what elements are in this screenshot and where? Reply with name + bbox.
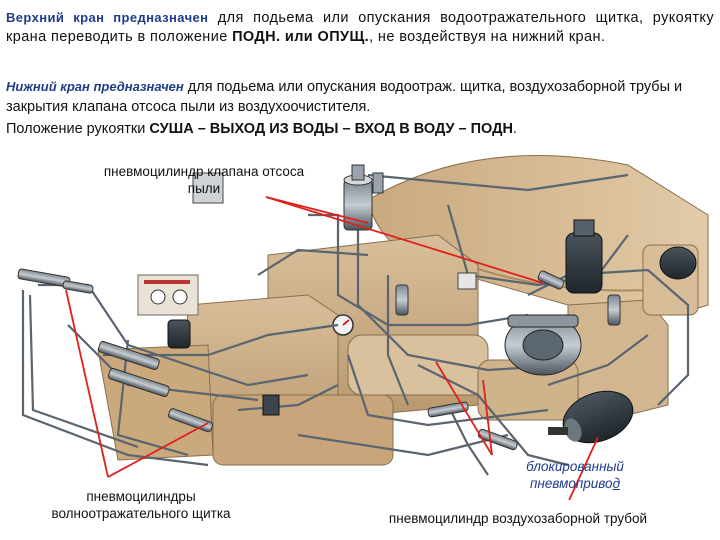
leader-blocked-1 [435, 361, 493, 456]
compressor-unit [504, 314, 582, 376]
pipe-network [21, 173, 690, 476]
pneumatic-cylinder-icon [107, 367, 170, 398]
label-dust-valve-line2: пыли [187, 181, 221, 196]
hull-blocks [97, 234, 699, 466]
upper-valve-title: Верхний кран предназначен [6, 10, 209, 25]
label-shield-line1: пневмоцилиндры [86, 489, 196, 504]
label-blocked-line2-b: д [612, 476, 621, 491]
label-dust-valve-cylinder: пневмоцилиндр клапана отсоса пыли [72, 163, 336, 197]
pneumatic-system-illustration [17, 155, 709, 500]
leader-dust-valve-1 [265, 196, 369, 224]
leader-air-intake [568, 436, 599, 500]
paragraph-lower-valve: Нижний кран предназначен для подьема или… [6, 77, 714, 117]
air-tank-icon [548, 390, 634, 444]
filter-unit [565, 219, 697, 294]
handle-position-values: СУША – ВЫХОД ИЗ ВОДЫ – ВХОД В ВОДУ – ПОД… [149, 121, 513, 137]
upper-valve-text-b: , не воздействуя на нижний кран. [369, 29, 606, 45]
label-air-intake-cylinder: пневмоцилиндр воздухозаборной трубой [388, 511, 648, 526]
pneumatic-cylinder-icon [62, 280, 94, 294]
label-shield-line2: волноотражательного щитка [51, 506, 231, 521]
lower-valve-title: Нижний кран предназначен [6, 79, 184, 94]
leader-lines [65, 196, 599, 500]
label-shield-cylinders: пневмоцилиндры волноотражательного щитка [26, 488, 256, 522]
paragraph-handle-position: Положение рукоятки СУША – ВЫХОД ИЗ ВОДЫ … [6, 120, 714, 139]
pneumatic-cylinder-icon [97, 340, 160, 371]
lower-valve-text: для подьема или опускания водоотраж. щит… [6, 79, 683, 115]
leader-dust-valve-2 [265, 196, 544, 284]
valve-assembly [343, 164, 384, 231]
small-components [167, 172, 621, 451]
label-blocked-drive: блокированный пневмопривод [500, 458, 650, 492]
label-dust-valve-line1: пневмоцилиндр клапана отсоса [103, 164, 305, 179]
handle-position-end: . [512, 121, 517, 137]
upper-valve-text-a: для подьема или опускания водоотражатель… [6, 10, 714, 45]
handle-position-lead: Положение рукоятки [6, 121, 150, 137]
label-blocked-line2: пневмопривод [500, 475, 650, 492]
label-blocked-line1: блокированный [526, 459, 624, 474]
control-panel-icon [137, 274, 199, 316]
label-blocked-line2-a: пневмоприво [529, 476, 613, 491]
paragraph-upper-valve: Верхний кран предназначен для подьема ил… [6, 8, 714, 47]
upper-valve-positions: ПОДН. или ОПУЩ. [232, 29, 370, 45]
leader-shield-1 [65, 289, 109, 478]
leader-shield-2 [107, 422, 209, 478]
leader-blocked-2 [482, 379, 493, 456]
